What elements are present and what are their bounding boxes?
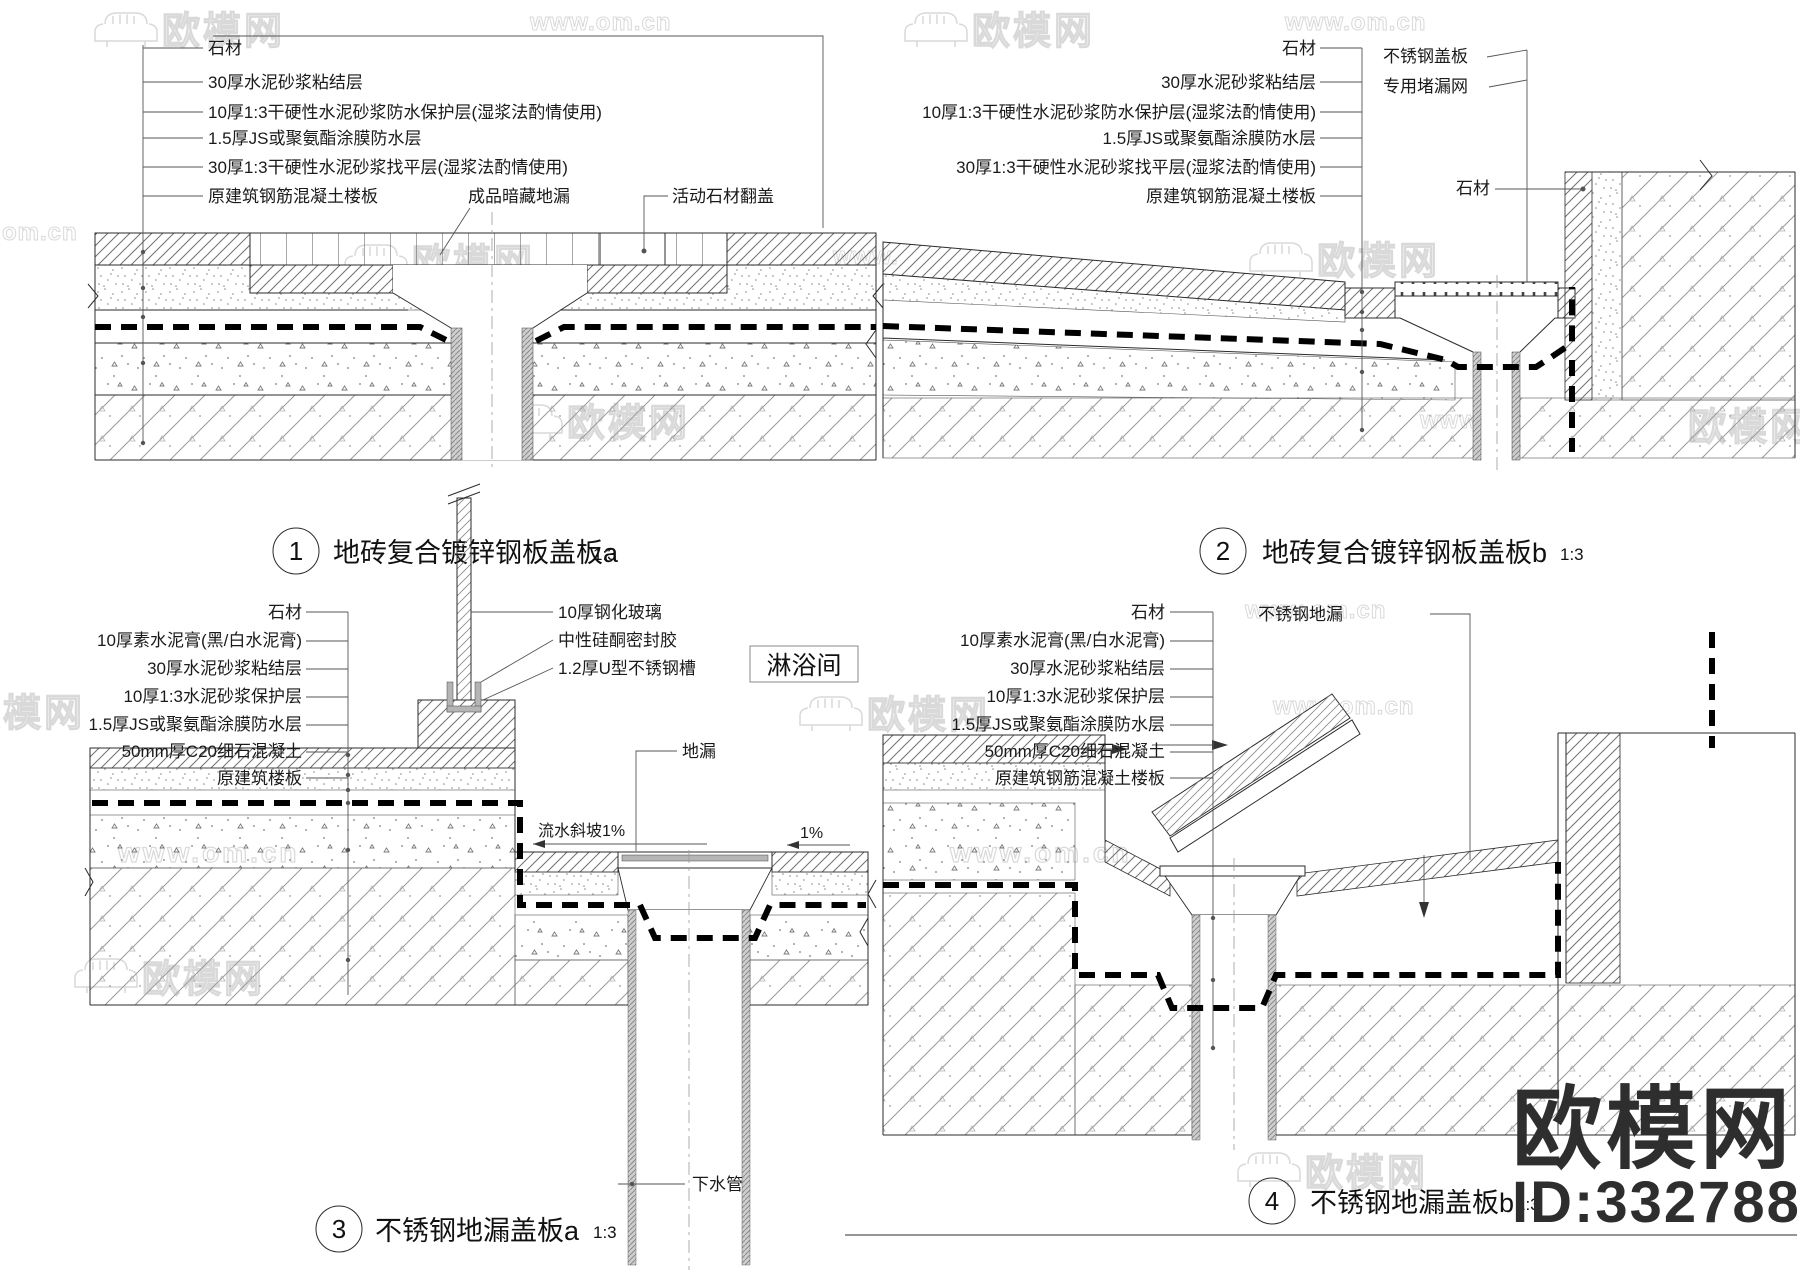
detail-4-drawing: 石材 10厚素水泥膏(黑/白水泥膏) 30厚水泥砂浆粘结层 10厚1:3水泥砂浆… <box>867 603 1796 1150</box>
layer-label: 原建筑楼板 <box>217 769 302 788</box>
layer-label: 30厚水泥砂浆粘结层 <box>147 659 302 678</box>
layer-label: 石材 <box>208 39 242 58</box>
detail-title: 不锈钢地漏盖板b <box>1310 1188 1514 1218</box>
slope-label: 1% <box>800 825 823 842</box>
detail-scale: 1:3 <box>1516 1195 1540 1214</box>
layer-label: 50mm厚C20细石混凝土 <box>985 742 1165 761</box>
detail-2-title: 2 地砖复合镀锌钢板盖板b 1:3 <box>1199 527 1584 575</box>
callout-label: 10厚钢化玻璃 <box>558 603 662 622</box>
watermark-text: 欧模网 <box>162 11 285 53</box>
watermark-text: www.om.cn <box>1284 9 1426 36</box>
glass-panel <box>456 497 472 701</box>
pipe-label: 下水管 <box>692 1175 743 1194</box>
room-label: 淋浴间 <box>766 652 841 680</box>
sofa-watermark-icon <box>799 696 863 732</box>
callout-label: 石材 <box>1456 179 1490 198</box>
watermark-text: www.om.cn <box>1244 597 1386 624</box>
watermark-text: 欧模网 <box>0 693 85 735</box>
layer-label: 10厚素水泥膏(黑/白水泥膏) <box>97 630 302 650</box>
detail-scale: 1:3 <box>1560 545 1584 564</box>
watermark-id: ID:3327887 <box>1512 1170 1800 1235</box>
layer-label: 原建筑钢筋混凝土楼板 <box>208 187 378 206</box>
callout-label: 成品暗藏地漏 <box>468 187 570 206</box>
watermark-text: 欧模网 <box>1305 1153 1428 1195</box>
watermark-text: www.om.cn <box>529 9 671 36</box>
detail-number: 3 <box>332 1214 346 1244</box>
detail-2-drawing: 石材 30厚水泥砂浆粘结层 10厚1:3干硬性水泥砂浆防水保护层(湿浆法酌情使用… <box>865 39 1796 472</box>
room-label-box <box>749 645 859 683</box>
layer-label: 原建筑钢筋混凝土楼板 <box>995 769 1165 788</box>
site-id-watermark: 欧模网 ID:3327887 <box>1512 1080 1800 1235</box>
layer-label: 50mm厚C20细石混凝土 <box>122 742 302 761</box>
callout-label: 1.2厚U型不锈钢槽 <box>558 659 696 678</box>
slope-label: 流水斜坡1% <box>538 822 625 840</box>
layer-label: 10厚1:3干硬性水泥砂浆防水保护层(湿浆法酌情使用) <box>922 102 1316 122</box>
detail-title: 不锈钢地漏盖板a <box>375 1216 580 1246</box>
detail-number: 4 <box>1265 1186 1279 1216</box>
callout-label: 中性硅酮密封胶 <box>558 631 677 650</box>
layer-label: 石材 <box>268 603 302 622</box>
layer-label: 10厚1:3水泥砂浆保护层 <box>986 687 1165 706</box>
detail-title: 地砖复合镀锌钢板盖板b <box>1262 538 1547 568</box>
sofa-watermark-icon <box>1237 1152 1301 1188</box>
watermark-brand-large: 欧模网 <box>1512 1080 1794 1180</box>
waterproof-membrane <box>95 324 876 344</box>
layer-label: 1.5厚JS或聚氨酯涂膜防水层 <box>89 715 302 734</box>
watermark-text: 欧模网 <box>1317 241 1440 283</box>
watermark-text: 欧模网 <box>867 695 990 737</box>
layer-label: 1.5厚JS或聚氨酯涂膜防水层 <box>208 129 421 148</box>
layer-label: 1.5厚JS或聚氨酯涂膜防水层 <box>952 715 1165 734</box>
drain-label: 地漏 <box>682 742 716 761</box>
sofa-watermark-icon <box>94 12 158 48</box>
detail-number: 2 <box>1216 536 1230 566</box>
drain-pipe <box>1191 914 1201 1141</box>
sofa-watermark-icon <box>1249 242 1313 278</box>
detail-3-drawing: 石材 10厚素水泥膏(黑/白水泥膏) 30厚水泥砂浆粘结层 10厚1:3水泥砂浆… <box>84 483 869 1270</box>
layer-label: 10厚素水泥膏(黑/白水泥膏) <box>960 630 1165 650</box>
drain-pipe <box>627 909 637 1266</box>
watermark-text: om.cn <box>2 219 78 246</box>
layer-label: 石材 <box>1131 603 1165 622</box>
detail-scale: 1:3 <box>593 545 617 564</box>
layer-label: 30厚水泥砂浆粘结层 <box>1010 659 1165 678</box>
waterproof-membrane <box>92 800 866 941</box>
callout-label: 专用堵漏网 <box>1383 77 1468 96</box>
drain-rim <box>1159 865 1306 877</box>
layer-label: 石材 <box>1282 39 1316 58</box>
detail-number: 1 <box>289 536 303 566</box>
layer-label: 30厚水泥砂浆粘结层 <box>1161 73 1316 92</box>
detail-4-title: 4 不锈钢地漏盖板b 1:3 <box>845 1177 1797 1236</box>
detail-1-title: 1 地砖复合镀锌钢板盖板a 1:3 <box>272 527 619 575</box>
layer-label: 10厚1:3水泥砂浆保护层 <box>123 687 302 706</box>
callout-label: 不锈钢地漏 <box>1258 605 1343 624</box>
layer-label: 30厚水泥砂浆粘结层 <box>208 73 363 92</box>
layer-label: 30厚1:3干硬性水泥砂浆找平层(湿浆法酌情使用) <box>208 157 568 177</box>
watermark-text: 欧模网 <box>972 11 1095 53</box>
detail-1-drawing: 石材 30厚水泥砂浆粘结层 10厚1:3干硬性水泥砂浆防水保护层(湿浆法酌情使用… <box>87 35 884 472</box>
layer-label: 1.5厚JS或聚氨酯涂膜防水层 <box>1103 129 1316 148</box>
waterproof-membrane <box>883 632 1715 1011</box>
layer-label: 原建筑钢筋混凝土楼板 <box>1146 187 1316 206</box>
callout-label: 活动石材翻盖 <box>672 187 774 206</box>
callout-label: 不锈钢盖板 <box>1383 47 1468 66</box>
detail-3-title: 3 不锈钢地漏盖板a 1:3 <box>315 1205 617 1253</box>
layer-label: 30厚1:3干硬性水泥砂浆找平层(湿浆法酌情使用) <box>956 157 1316 177</box>
waterproof-membrane <box>882 287 1575 452</box>
sofa-watermark-icon <box>904 12 968 48</box>
detail-scale: 1:3 <box>593 1223 617 1242</box>
layer-label: 10厚1:3干硬性水泥砂浆防水保护层(湿浆法酌情使用) <box>208 102 602 122</box>
detail-title: 地砖复合镀锌钢板盖板a <box>333 538 619 568</box>
